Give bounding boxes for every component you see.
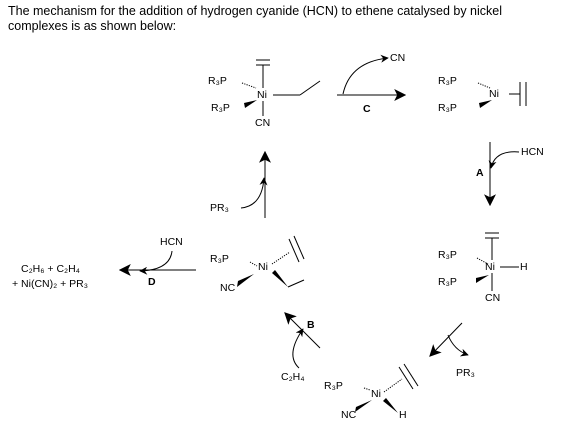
nc-label: NC: [341, 409, 357, 421]
ni-label: Ni: [258, 261, 268, 273]
r3p-label: R₃P: [438, 102, 457, 114]
pr3-label: PR₃: [456, 367, 475, 379]
complex-alkyl: [237, 235, 305, 288]
step-c-label: C: [363, 103, 371, 115]
products-line-1: C₂H₆ + C₂H₄: [21, 263, 80, 275]
ni-label: Ni: [371, 388, 381, 400]
cn-label: CN: [390, 52, 406, 64]
ni-label: Ni: [485, 261, 495, 273]
complex-hydride: [476, 232, 519, 291]
step-a-label: A: [476, 167, 484, 179]
r3p-label: R₃P: [438, 75, 457, 87]
c2h4-label: C₂H₄: [281, 371, 305, 383]
complex-ethene: [477, 82, 527, 108]
step-d-label: D: [148, 276, 156, 288]
r3p-label: R₃P: [438, 276, 457, 288]
r3p-label: R₃P: [211, 102, 230, 114]
reaction-arrows: [118, 54, 520, 369]
h-label: H: [520, 261, 528, 273]
r3p-label: R₃P: [208, 75, 227, 87]
hcn-label: HCN: [521, 146, 544, 158]
hcn-label: HCN: [160, 236, 183, 248]
ni-label: Ni: [257, 89, 267, 101]
r3p-label: R₃P: [438, 249, 457, 261]
pr3-label: PR₃: [210, 202, 229, 214]
cn-label: CN: [485, 292, 501, 304]
ni-label: Ni: [489, 88, 499, 100]
h-label: H: [399, 409, 407, 421]
r3p-label: R₃P: [210, 253, 229, 265]
r3p-label: R₃P: [324, 380, 343, 392]
cn-label: CN: [255, 117, 271, 129]
step-b-label: B: [307, 319, 315, 331]
complex-ethyl-ethene: [241, 59, 321, 116]
products-line-2: + Ni(CN)₂ + PR₃: [12, 278, 89, 290]
complex-bottom: [355, 363, 419, 413]
question-text: The mechanism for the addition of hydrog…: [8, 4, 503, 33]
nc-label: NC: [220, 282, 236, 294]
